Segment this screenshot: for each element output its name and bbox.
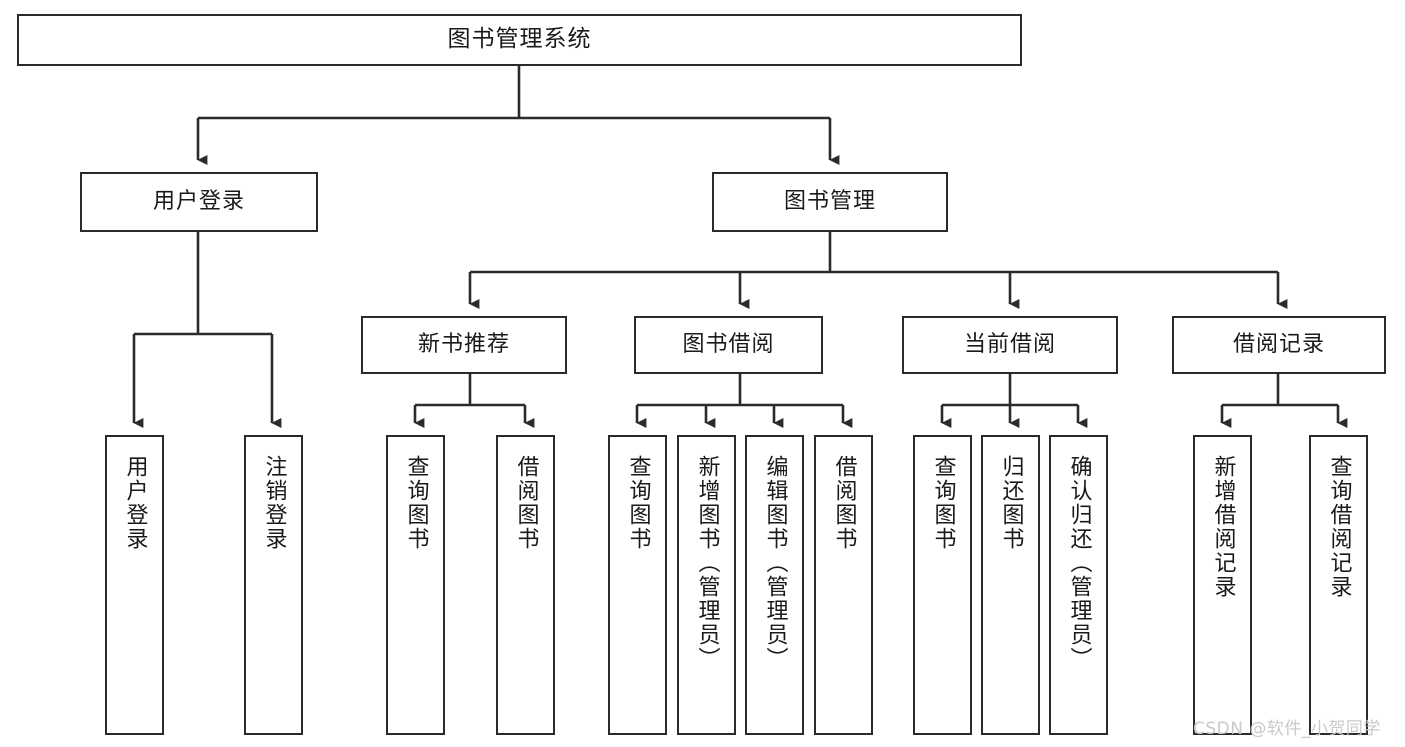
node-leaf-borrow-book-1-label: 借阅图书 [513, 455, 539, 551]
node-leaf-logout-login[interactable]: 注销登录 [244, 435, 303, 735]
node-leaf-confirm-return[interactable]: 确认归还（管理员） [1049, 435, 1108, 735]
node-leaf-query-book-1[interactable]: 查询图书 [386, 435, 445, 735]
node-leaf-logout-login-label: 注销登录 [261, 455, 287, 551]
node-leaf-borrow-book-1[interactable]: 借阅图书 [496, 435, 555, 735]
node-leaf-borrow-book-2[interactable]: 借阅图书 [814, 435, 873, 735]
node-root-label: 图书管理系统 [447, 26, 592, 53]
node-new-book-recommend-label: 新书推荐 [417, 331, 510, 357]
node-borrow-record[interactable]: 借阅记录 [1172, 316, 1386, 374]
node-root[interactable]: 图书管理系统 [17, 14, 1022, 66]
node-leaf-add-book[interactable]: 新增图书（管理员） [677, 435, 736, 735]
node-leaf-query-record[interactable]: 查询借阅记录 [1309, 435, 1368, 735]
node-leaf-add-record[interactable]: 新增借阅记录 [1193, 435, 1252, 735]
node-leaf-user-login-label: 用户登录 [122, 455, 148, 551]
node-book-borrow-label: 图书借阅 [682, 331, 775, 357]
node-leaf-query-book-3[interactable]: 查询图书 [913, 435, 972, 735]
node-leaf-add-book-label: 新增图书（管理员） [694, 455, 720, 671]
node-leaf-confirm-return-label: 确认归还（管理员） [1066, 455, 1092, 671]
node-current-borrow-label: 当前借阅 [963, 331, 1056, 357]
node-leaf-query-book-1-label: 查询图书 [403, 455, 429, 551]
node-leaf-query-book-2[interactable]: 查询图书 [608, 435, 667, 735]
node-book-manage-label: 图书管理 [783, 188, 876, 214]
node-leaf-query-book-2-label: 查询图书 [625, 455, 651, 551]
node-book-manage[interactable]: 图书管理 [712, 172, 948, 232]
node-leaf-edit-book[interactable]: 编辑图书（管理员） [745, 435, 804, 735]
node-current-borrow[interactable]: 当前借阅 [902, 316, 1118, 374]
node-leaf-add-record-label: 新增借阅记录 [1210, 455, 1236, 599]
node-new-book-recommend[interactable]: 新书推荐 [361, 316, 567, 374]
node-user-login[interactable]: 用户登录 [80, 172, 318, 232]
node-leaf-edit-book-label: 编辑图书（管理员） [762, 455, 788, 671]
node-leaf-query-book-3-label: 查询图书 [930, 455, 956, 551]
node-user-login-label: 用户登录 [152, 188, 245, 214]
csdn-watermark: CSDN @软件_小贺同学 [1193, 719, 1381, 739]
node-borrow-record-label: 借阅记录 [1232, 331, 1325, 357]
node-leaf-return-book[interactable]: 归还图书 [981, 435, 1040, 735]
node-leaf-borrow-book-2-label: 借阅图书 [831, 455, 857, 551]
node-book-borrow[interactable]: 图书借阅 [634, 316, 823, 374]
node-leaf-query-record-label: 查询借阅记录 [1326, 455, 1352, 599]
node-leaf-user-login[interactable]: 用户登录 [105, 435, 164, 735]
node-leaf-return-book-label: 归还图书 [998, 455, 1024, 551]
